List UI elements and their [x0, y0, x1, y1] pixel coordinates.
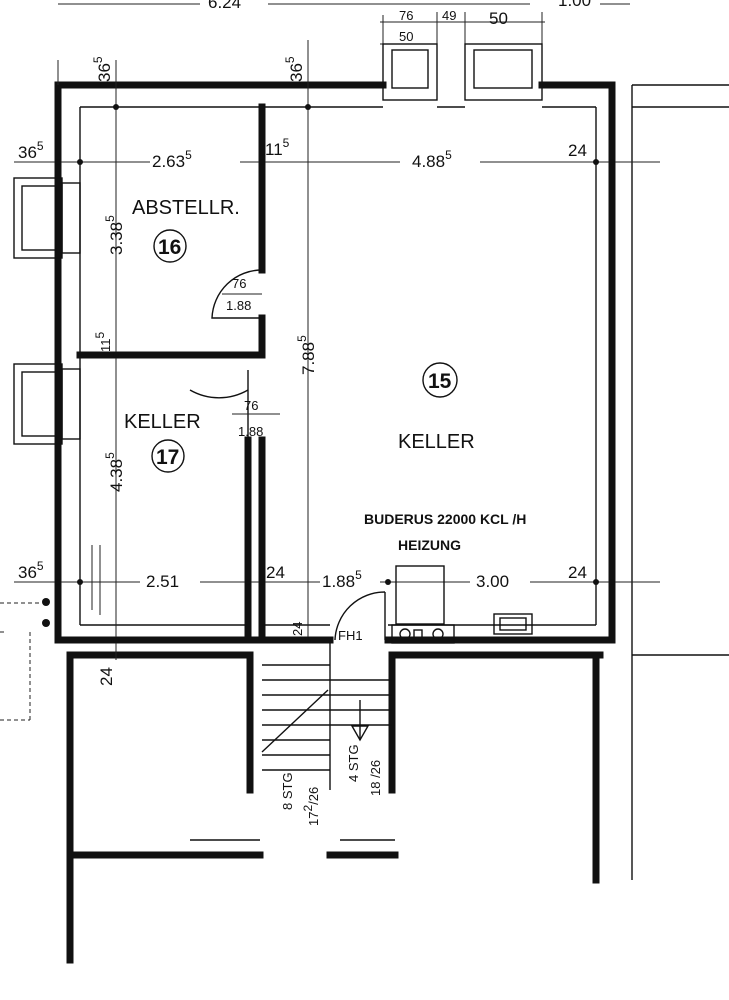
dim-room15-height: 7.885 — [295, 335, 318, 375]
stairs: 8 STG 172/26 4 STG 18 /26 — [261, 664, 392, 826]
dimension-labels: 365 365 365 2.635 115 4.885 24 3.385 7.8… — [18, 56, 587, 686]
dim-top-50a: 50 — [399, 29, 413, 44]
room-17-number: 17 — [156, 446, 179, 469]
dim-room15-lower: 3.00 — [476, 572, 509, 591]
door-height-16: 1.88 — [226, 298, 251, 313]
room-16: ABSTELLR. 16 — [132, 197, 240, 263]
left-dimension-chain — [57, 40, 311, 660]
dim-top-50b: 50 — [489, 9, 508, 28]
dim-wall-115-b: 115 — [93, 332, 113, 353]
dim-wall-115-a: 115 — [265, 136, 290, 159]
room-16-name: ABSTELLR. — [132, 197, 240, 219]
dim-top-right-partial: 1.00 — [558, 0, 591, 10]
top-dimension-chain: 6.24 1.00 76 49 50 50 — [58, 0, 630, 100]
room-17-name: KELLER — [124, 411, 201, 433]
dim-room15-width: 4.885 — [412, 148, 452, 171]
dim-top-49: 49 — [442, 8, 456, 23]
dim-wall-24-e: 24 — [97, 667, 116, 686]
door-width-16: 76 — [232, 276, 246, 291]
top-windows — [382, 43, 543, 101]
fh-label: FH1 — [338, 628, 363, 643]
heating-model: BUDERUS 22000 KCL /H — [364, 511, 526, 527]
dim-top-partial: 6.24 — [208, 0, 241, 12]
dim-room17-width: 2.51 — [146, 572, 179, 591]
dim-wall-24-c: 24 — [568, 563, 587, 582]
dim-wall-24-a: 24 — [568, 141, 587, 160]
heating-label: HEIZUNG — [398, 537, 461, 553]
door-label-17: 76 1.88 — [238, 398, 263, 439]
dim-door-gap: 1.885 — [322, 568, 362, 591]
heating-unit: BUDERUS 22000 KCL /H HEIZUNG FH1 — [338, 511, 533, 644]
door-width-17: 76 — [244, 398, 258, 413]
pipe-markings — [0, 545, 101, 721]
door-height-17: 1.88 — [238, 424, 263, 439]
stair-8-steps: 8 STG — [280, 772, 295, 810]
room-16-number: 16 — [158, 236, 181, 259]
room-15-name: KELLER — [398, 431, 475, 453]
dim-room17-height: 4.385 — [103, 452, 126, 492]
stair-4-steps: 4 STG — [346, 744, 361, 782]
room-17: KELLER 17 — [124, 411, 201, 473]
left-windows — [13, 177, 81, 445]
room-15-number: 15 — [428, 370, 452, 393]
dim-wall-365-a: 365 — [91, 56, 114, 82]
dim-wall-365-c: 365 — [18, 139, 44, 162]
dim-wall-365-d: 365 — [18, 559, 44, 582]
horizontal-dimensions — [14, 159, 660, 585]
dim-wall-24-d: 24 — [290, 622, 305, 636]
stair-4-ratio: 18 /26 — [368, 760, 383, 796]
door-label-16: 76 1.88 — [226, 276, 251, 313]
dim-wall-365-b: 365 — [283, 56, 306, 82]
stair-8-ratio: 172/26 — [301, 787, 321, 826]
door-swings — [189, 269, 386, 641]
room-15: 15 KELLER — [398, 362, 475, 453]
dim-room16-width: 2.635 — [152, 148, 192, 171]
dim-top-76: 76 — [399, 8, 413, 23]
dim-wall-24-b: 24 — [266, 563, 285, 582]
dim-room16-height: 3.385 — [103, 215, 126, 255]
